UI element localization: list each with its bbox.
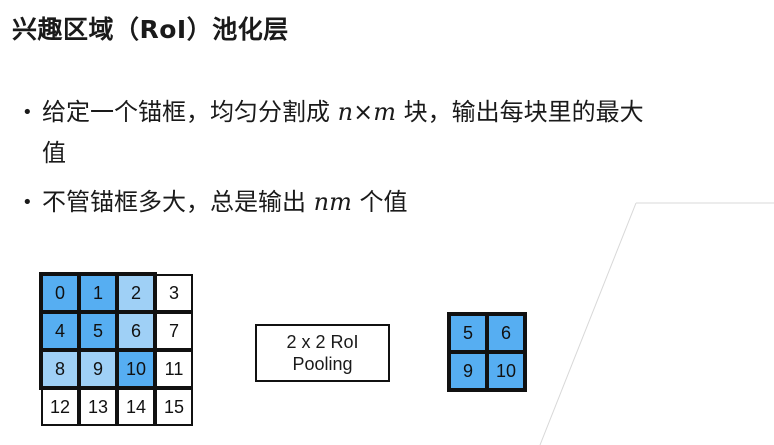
- grid-cell: 14: [117, 388, 155, 426]
- output-grid-outline: [447, 312, 527, 392]
- bullet-1-continuation: 值: [42, 139, 66, 167]
- bullet-2-text-a: 不管锚框多大，总是输出: [42, 188, 314, 216]
- grid-cell: 9: [79, 350, 117, 388]
- output-cell: 5: [449, 314, 487, 352]
- grid-cell: 15: [155, 388, 193, 426]
- var-m: m: [373, 98, 396, 126]
- grid-cell: 11: [155, 350, 193, 388]
- times-sign: ×: [353, 98, 374, 126]
- grid-cell: 5: [79, 312, 117, 350]
- grid-cell: 3: [155, 274, 193, 312]
- pool-label-line2: Pooling: [292, 354, 353, 374]
- pool-label-line1: 2 x 2 RoI: [286, 332, 359, 352]
- bullet-2-text-b: 个值: [351, 188, 408, 216]
- bullet-1: • 给定一个锚框，均匀分割成 n×m 块，输出每块里的最大 值: [22, 92, 644, 173]
- anchor-box-outline: [39, 272, 157, 390]
- bullet-dot: •: [22, 192, 33, 213]
- bullet-1-text-a: 给定一个锚框，均匀分割成: [42, 98, 338, 126]
- bullet-dot: •: [22, 102, 33, 123]
- var-nm: nm: [313, 188, 352, 216]
- roi-pooling-box: 2 x 2 RoI Pooling: [255, 324, 390, 382]
- output-cell: 10: [487, 352, 525, 390]
- bullet-1-text-b: 块，输出每块里的最大: [395, 98, 644, 126]
- grid-cell: 12: [41, 388, 79, 426]
- bullet-2: • 不管锚框多大，总是输出 nm 个值: [22, 182, 408, 223]
- grid-cell: 13: [79, 388, 117, 426]
- output-cell: 6: [487, 314, 525, 352]
- grid-cell: 7: [155, 312, 193, 350]
- var-n: n: [337, 98, 354, 126]
- slide-title: 兴趣区域（RoI）池化层: [12, 15, 289, 44]
